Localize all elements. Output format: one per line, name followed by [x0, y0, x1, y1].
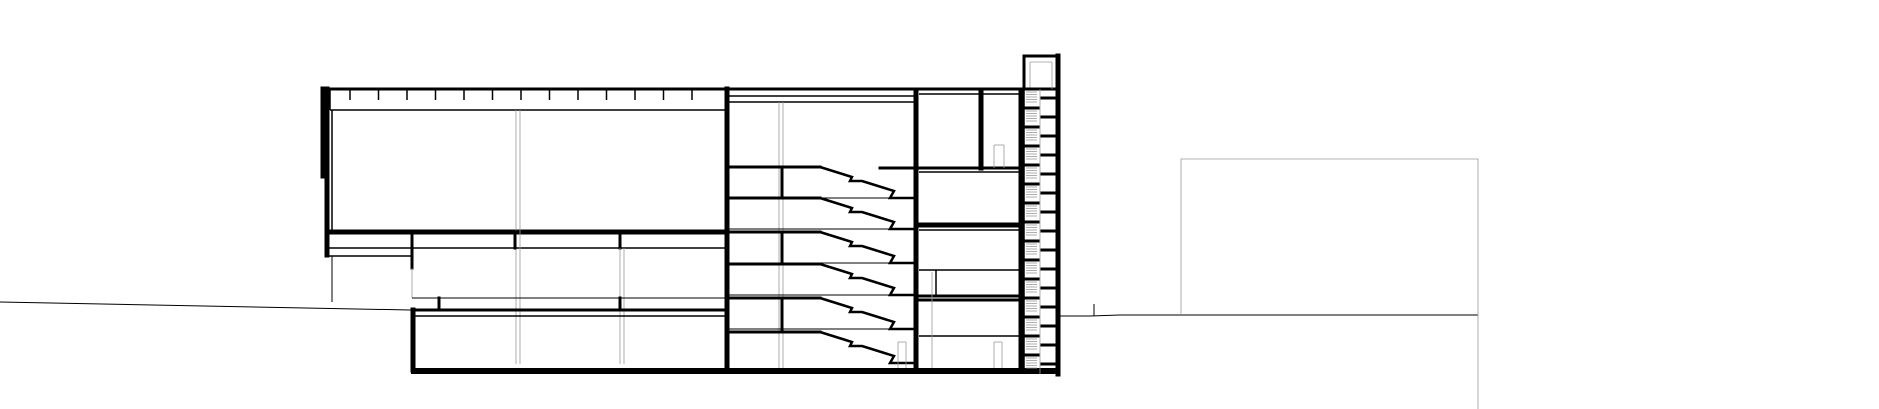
stair-flight [819, 165, 916, 200]
stairs [725, 165, 918, 365]
right-block [878, 89, 1024, 371]
stair-tower [1022, 53, 1061, 377]
stair-flight [819, 196, 916, 231]
stair-flight [819, 330, 916, 365]
roof-truss [320, 87, 729, 111]
lower-levels [410, 230, 1060, 374]
ground-line [0, 301, 1478, 317]
neighbouring-building [1180, 158, 1479, 409]
left-hall [320, 86, 730, 364]
stair-flight [819, 296, 916, 331]
stair-flight [819, 230, 916, 265]
stair-flight [819, 262, 916, 297]
